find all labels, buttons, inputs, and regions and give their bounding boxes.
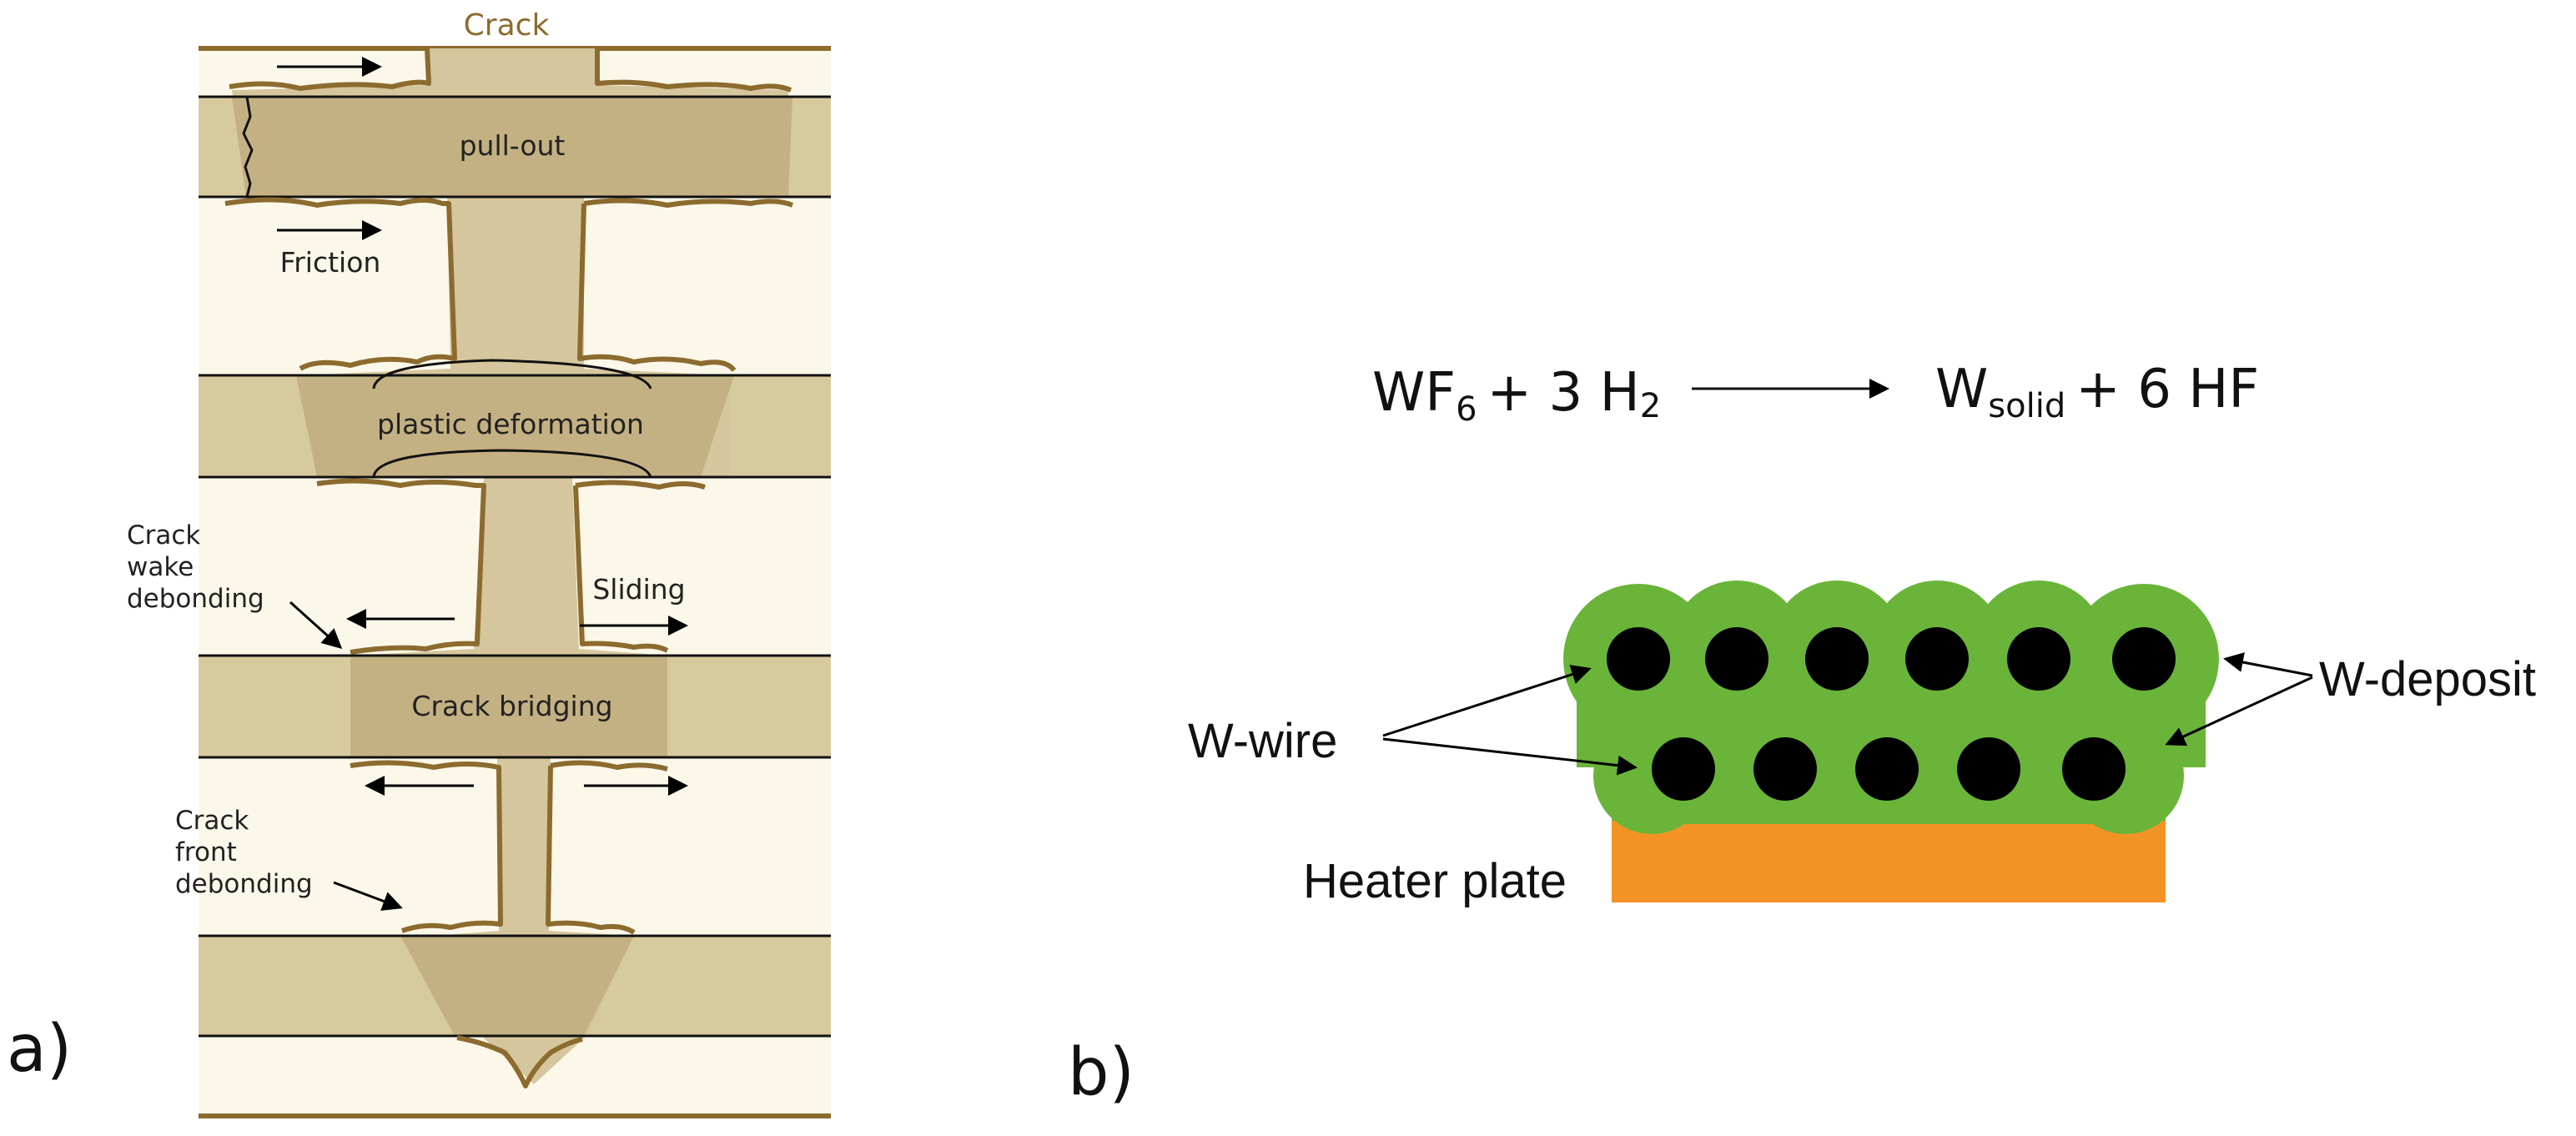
crack-opening [232, 48, 788, 1084]
panel-b-label: b) [1068, 1035, 1135, 1110]
plastic-bulge-bottom [372, 449, 652, 478]
w-wire [1652, 737, 1715, 801]
crack-wake-label-2: wake [127, 552, 194, 582]
w-wire-label: W-wire [1188, 714, 1337, 768]
heater-plate-label: Heater plate [1303, 854, 1567, 908]
panel-a: Crack pull-out Friction plastic deformat… [7, 8, 831, 1118]
crack-wake-label-1: Crack [127, 520, 200, 550]
pull-out-label: pull-out [460, 129, 566, 162]
w-deposit [1563, 581, 2219, 834]
crack-edges [224, 48, 794, 1088]
bridging-zone [350, 656, 667, 757]
pointer-crack-front [333, 881, 403, 911]
friction-label: Friction [280, 246, 381, 279]
crack-title: Crack [464, 8, 550, 43]
crack-bridging-label: Crack bridging [411, 690, 612, 722]
plastic-bulge-top [372, 359, 652, 390]
panel-b: WF6+ 3 H2 Wsolid+ 6 HF [1068, 359, 2536, 1110]
pointer-crack-wake [289, 601, 343, 650]
w-wires [1607, 627, 2176, 801]
w-wire [1805, 627, 1869, 691]
crack-wake-label-3: debonding [127, 584, 264, 614]
w-wire [1705, 627, 1768, 691]
w-wire [2062, 737, 2126, 801]
sliding-label: Sliding [592, 573, 685, 606]
w-wire [1607, 627, 1670, 691]
pull-out-zone [232, 97, 792, 197]
w-wire [2007, 627, 2070, 691]
w-wire [1905, 627, 1969, 691]
crack-front-label-2: front [175, 837, 237, 867]
pointer-w-wire-bottom [1382, 737, 1638, 776]
crack-front-label-3: debonding [175, 869, 313, 899]
panel-a-label: a) [7, 1012, 72, 1087]
interface-lines [199, 95, 831, 1038]
equation-lhs: WF6+ 3 H2 [1372, 362, 1661, 429]
w-wire [2112, 627, 2176, 691]
plastic-deformation-label: plastic deformation [377, 408, 644, 440]
pointer-w-wire-top [1382, 665, 1592, 737]
heater-plate [1612, 817, 2166, 902]
pointer-w-deposit-bottom [2165, 676, 2313, 746]
equation-rhs: Wsolid+ 6 HF [1935, 359, 2259, 425]
w-wire [1957, 737, 2020, 801]
w-deposit-label: W-deposit [2319, 652, 2536, 706]
plastic-zone [296, 375, 734, 477]
panel-b-arrows [1382, 652, 2313, 776]
pointer-w-deposit-top [2223, 652, 2313, 677]
crack-front-label-1: Crack [175, 806, 249, 836]
w-wire [1753, 737, 1817, 801]
panel-a-arrows [277, 57, 688, 911]
w-wire [1855, 737, 1919, 801]
front-zone [400, 936, 634, 1036]
